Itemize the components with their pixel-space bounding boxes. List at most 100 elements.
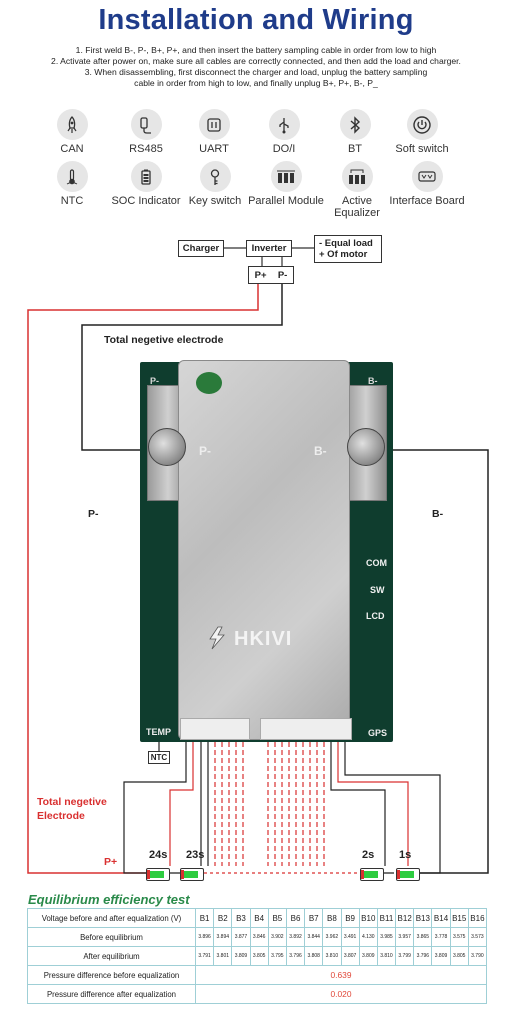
sw-port-label: SW	[370, 585, 385, 595]
total-negative-line-2: Electrode	[37, 810, 85, 822]
table-cell: 3.799	[395, 946, 415, 966]
table-row-diff-before: Pressure difference before equalization …	[27, 965, 487, 985]
feature-soc-indicator: SOC Indicator	[107, 161, 185, 208]
p-minus-side-label: P-	[88, 508, 99, 520]
feature-label: DO/I	[272, 143, 296, 155]
table-cell: 3.844	[304, 927, 324, 947]
feature-label: UART	[199, 143, 229, 155]
p-minus-terminal: P-	[277, 269, 288, 281]
rocket-icon	[56, 109, 88, 140]
table-cell: 3.801	[213, 946, 233, 966]
table-cell: 3.796	[285, 946, 306, 966]
table-cell: 3.865	[413, 927, 433, 947]
aluminium-heatsink	[178, 360, 350, 740]
p-terminal-box: P+ P-	[248, 266, 294, 284]
com-port-label: COM	[366, 558, 387, 568]
feature-parallel-module: Parallel Module	[247, 161, 325, 208]
load-box: - Equal load + Of motor	[314, 235, 382, 263]
feature-label: Interface Board	[389, 195, 465, 207]
bluetooth-icon	[339, 109, 371, 140]
b-minus-silk: B-	[314, 444, 327, 458]
table-cell: 3.575	[449, 927, 469, 947]
feature-label: Parallel Module	[248, 195, 324, 207]
table-cell: 3.902	[267, 927, 287, 947]
battery-cell-23s-icon	[180, 868, 204, 881]
thermometer-icon	[56, 161, 88, 192]
feature-uart: UART	[175, 109, 253, 156]
table-cell: 3.846	[249, 927, 269, 947]
diff-before-value: 0.639	[195, 965, 487, 985]
cell-label-24s: 24s	[149, 849, 168, 861]
table-cell: 3.985	[376, 927, 397, 947]
row-label: After equilibrium	[27, 946, 196, 966]
rs485-plug-icon	[130, 109, 162, 140]
table-cell: 3.491	[340, 927, 360, 947]
table-header-row: Voltage before and after equalization (V…	[27, 908, 488, 928]
feature-label: Key switch	[188, 195, 242, 207]
battery-cell-1s-icon	[396, 868, 420, 881]
table-cell: 3.805	[249, 946, 269, 966]
feature-active-equalizer: Active Equalizer	[318, 161, 396, 219]
column-header: B2	[213, 908, 233, 928]
interface-board-icon	[411, 161, 443, 192]
b-minus-side-label: B-	[432, 508, 444, 520]
column-header: B4	[249, 908, 269, 928]
parallel-batteries-icon	[270, 161, 302, 192]
usb-icon	[268, 109, 300, 140]
total-negative-label-bottom: Total negetive Electrode	[37, 796, 107, 822]
gps-port-label: GPS	[368, 728, 388, 738]
equalization-table: Voltage before and after equalization (V…	[27, 908, 488, 1004]
feature-interface-board: Interface Board	[388, 161, 466, 208]
temp-port-label: TEMP	[146, 727, 172, 737]
column-header: B1	[194, 908, 215, 928]
feature-soft-switch: Soft switch	[383, 109, 461, 156]
table-cell: 3.877	[231, 927, 251, 947]
column-header: B8	[322, 908, 342, 928]
table-row-diff-after: Pressure difference after equalization 0…	[27, 984, 487, 1004]
feature-ntc: NTC	[33, 161, 111, 208]
feature-label: BT	[347, 143, 363, 155]
feature-label: CAN	[60, 143, 84, 155]
feature-bt: BT	[316, 109, 394, 156]
hkivi-logo-icon	[204, 625, 230, 656]
table-cell: 3.791	[194, 946, 215, 966]
table-cell: 3.809	[431, 946, 451, 966]
table-cell: 3.957	[395, 927, 415, 947]
total-negative-label-top: Total negetive electrode	[104, 334, 224, 346]
table-cell: 4.130	[358, 927, 378, 947]
key-icon	[199, 161, 231, 192]
table-cell: 3.790	[467, 946, 488, 966]
table-cell: 3.809	[358, 946, 378, 966]
feature-doi: DO/I	[245, 109, 323, 156]
equalizer-batteries-icon	[341, 161, 373, 192]
green-sticker	[196, 372, 222, 394]
table-cell: 3.807	[340, 946, 360, 966]
column-header: B10	[358, 908, 378, 928]
column-header: B5	[267, 908, 287, 928]
table-cell: 3.962	[322, 927, 342, 947]
column-header: B3	[231, 908, 251, 928]
cell-label-23s: 23s	[186, 849, 205, 861]
table-cell: 3.808	[304, 946, 324, 966]
power-icon	[406, 109, 438, 140]
sampling-connector-right	[260, 718, 352, 740]
feature-key-switch: Key switch	[176, 161, 254, 208]
b-minus-screw	[347, 428, 385, 466]
total-negative-line-1: Total negetive	[37, 796, 107, 808]
column-header: B7	[304, 908, 324, 928]
feature-label: Active Equalizer	[334, 195, 380, 219]
column-header: B15	[449, 908, 469, 928]
row-label: Pressure difference before equalization	[27, 965, 196, 985]
cell-label-1s: 1s	[399, 849, 412, 861]
cell-label-2s: 2s	[362, 849, 375, 861]
diff-after-value: 0.020	[195, 984, 487, 1004]
p-plus-bottom-label: P+	[104, 856, 118, 868]
table-cell: 3.778	[431, 927, 451, 947]
instruction-line-2: 2. Activate after power on, make sure al…	[51, 56, 461, 66]
b-minus-pad-label: B-	[368, 376, 378, 386]
column-header: B11	[376, 908, 397, 928]
instruction-line-4: cable in order from high to low, and fin…	[134, 78, 378, 88]
lcd-port-label: LCD	[366, 611, 385, 621]
table-cell: 3.892	[285, 927, 306, 947]
